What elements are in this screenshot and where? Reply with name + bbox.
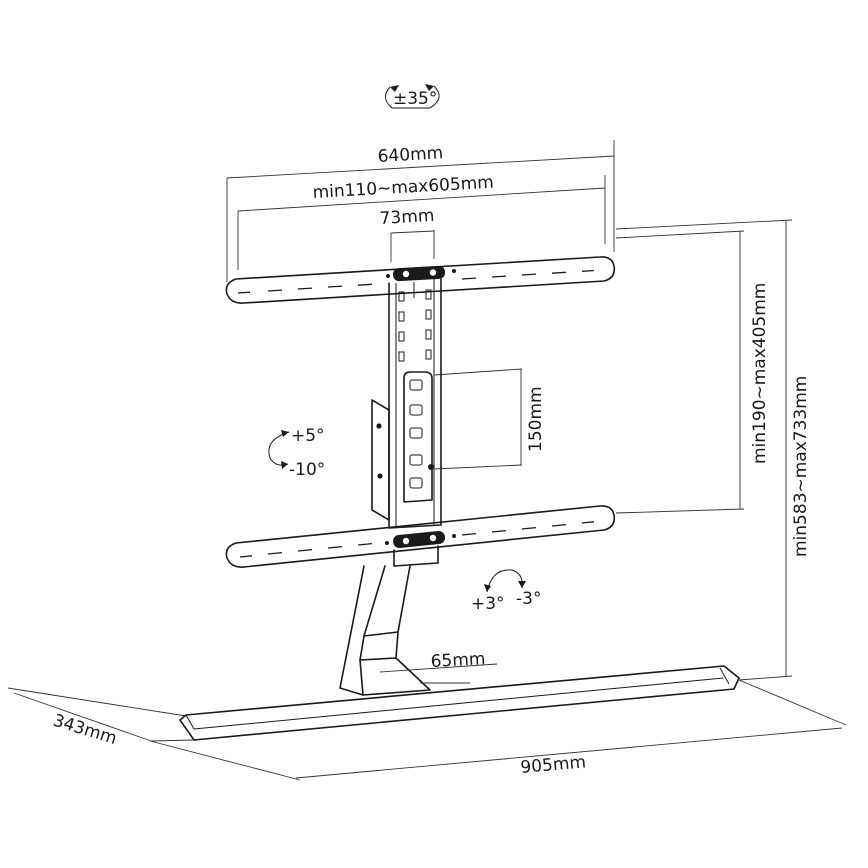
vesa-height-label: min190~max405mm [750,283,770,464]
bracket-holes [398,289,432,362]
swivel-indicator: ±35° [385,84,440,109]
arrow-head-icon [281,461,288,469]
support-pillar: 65mm [339,565,498,696]
arrow-head-icon [390,85,399,92]
vertical-bracket [371,278,442,529]
arrow-head-icon [281,430,289,437]
level-minus-label: -3° [516,589,541,609]
spacing-dimension: 150mm [433,368,546,470]
height-dimensions: min190~max405mm min583~max733mm [615,219,811,681]
width-outer-label: 640mm [377,143,444,167]
width-range-label: min110~max605mm [312,173,494,203]
width-dimensions: 640mm min110~max605mm 73mm [226,140,615,282]
top-mount-bar [225,256,616,304]
floor-dimensions: 343mm 905mm [7,679,847,781]
arrow-head-icon [518,581,526,588]
depth-label: 343mm [51,711,120,749]
spacing-label: 150mm [526,386,546,452]
level-indicator: +3° -3° [471,569,541,614]
center-gap-label: 73mm [379,206,435,229]
column-width-label: 65mm [430,649,486,672]
arrow-head-icon [484,584,491,592]
total-height-label: min583~max733mm [791,376,811,557]
tilt-up-label: +5° [291,426,325,446]
swivel-label: ±35° [393,89,437,109]
tilt-indicator: +5° -10° [268,426,325,480]
level-plus-label: +3° [471,594,505,614]
tilt-down-label: -10° [289,460,325,480]
bottom-mount-bar [225,505,616,568]
base-foot [179,665,740,741]
arrow-head-icon [425,84,434,91]
